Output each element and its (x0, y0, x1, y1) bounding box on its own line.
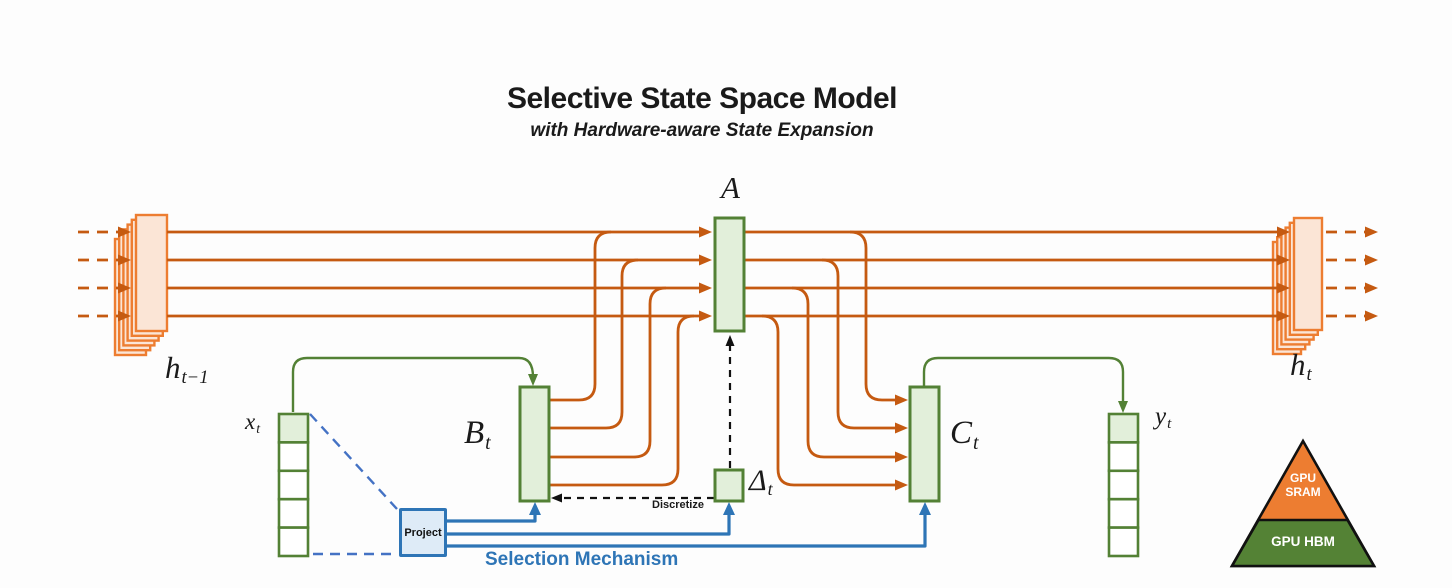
pyramid-hbm-section (1229, 518, 1377, 568)
x-vector (277, 412, 310, 558)
gpu-hbm-label: GPU HBM (1271, 534, 1335, 549)
hidden-state-prev-stack (113, 213, 169, 357)
selection-line-to-delta (447, 502, 735, 536)
diagram-title: Selective State Space Model (506, 82, 898, 115)
label-c-t: Ct (950, 415, 979, 454)
y-vector (1107, 412, 1140, 558)
state-lines-incoming (78, 226, 131, 322)
project-label: Project (404, 526, 442, 539)
diagram-subtitle: with Hardware-aware State Expansion (530, 120, 874, 141)
label-h-prev: ht−1 (165, 350, 209, 389)
matrix-b-box (518, 385, 551, 503)
matrix-a-box (713, 216, 746, 333)
discretize-label: Discretize (652, 499, 704, 511)
b-merge-curves (549, 230, 695, 487)
label-b-t: Bt (464, 415, 491, 454)
selection-line-to-b (447, 502, 541, 523)
hidden-state-next-stack (1271, 216, 1324, 356)
c-to-y-curve (922, 356, 1128, 413)
state-lines-outgoing (1326, 226, 1378, 322)
x-to-project-dashed (309, 413, 398, 556)
c-branch-curves (761, 230, 908, 491)
label-a: A (721, 170, 740, 205)
selection-lines (447, 502, 931, 548)
label-delta-t: Δt (749, 464, 773, 500)
memory-pyramid (1229, 438, 1377, 568)
label-h-next: ht (1290, 347, 1312, 386)
matrix-c-box (908, 385, 941, 503)
x-to-b-curve (291, 356, 538, 412)
label-y-t: yt (1155, 403, 1172, 433)
selection-line-to-c (447, 502, 931, 548)
delta-box (713, 468, 745, 503)
state-lines-to-hnext (744, 226, 1290, 322)
selection-mechanism-label: Selection Mechanism (485, 549, 679, 570)
project-box: Project (399, 508, 447, 557)
label-x-t: xt (245, 409, 261, 436)
state-lines-to-A (167, 226, 712, 322)
